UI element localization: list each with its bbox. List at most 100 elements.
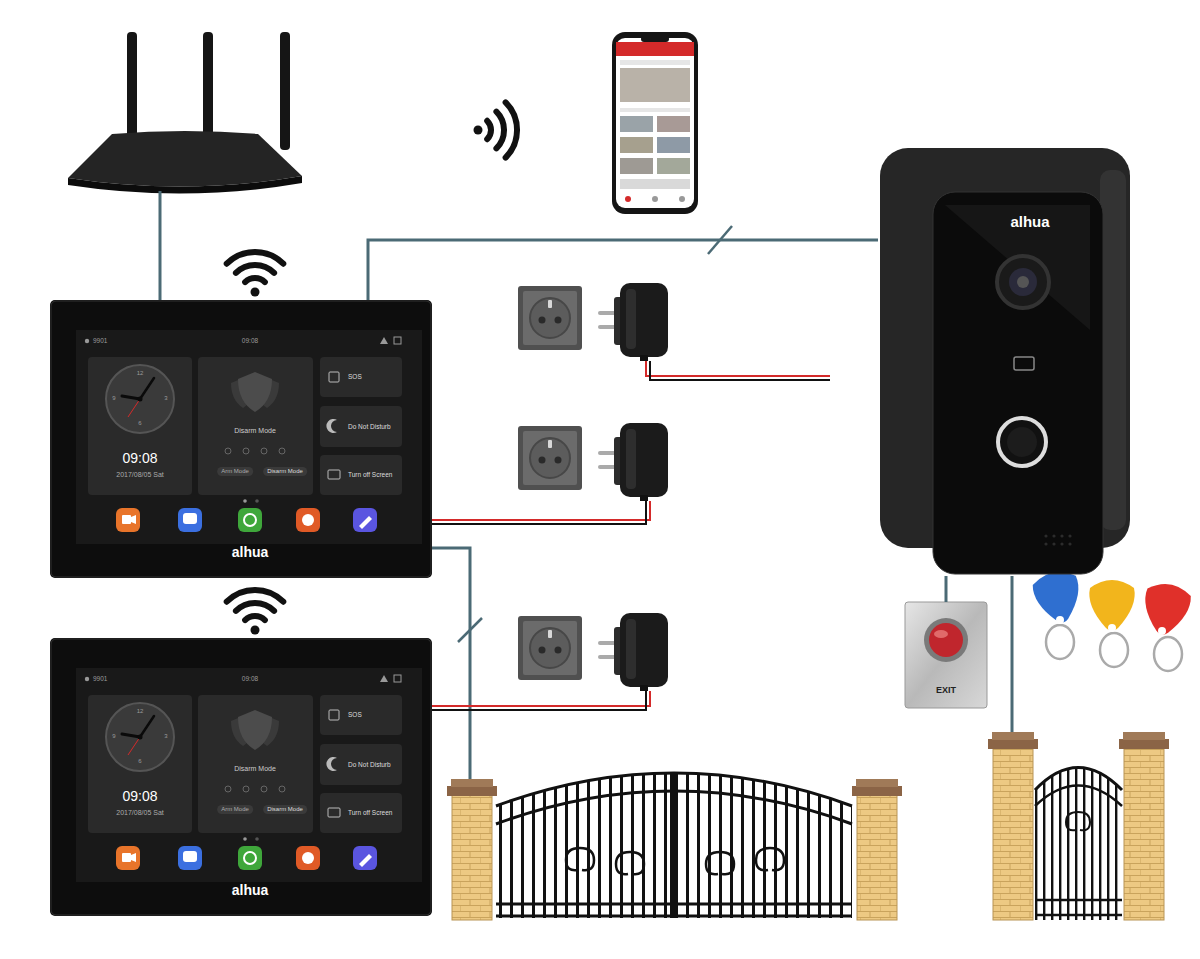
mode-button: Arm Mode [217, 805, 253, 814]
power-adapter [598, 283, 668, 691]
rfid-tag [1154, 637, 1182, 671]
menu-tile: Turn off Screen [320, 793, 402, 833]
wicket-gate [993, 748, 1033, 920]
door-station [1014, 357, 1034, 370]
video-monitor [50, 300, 432, 916]
driveway-gate [670, 772, 678, 918]
cable-line [368, 240, 878, 300]
power-adapter [598, 613, 668, 691]
rfid-tag [1158, 627, 1166, 635]
security-tile: Disarm ModeArm ModeDisarm Mode [198, 357, 313, 495]
wifi-dot [474, 126, 483, 135]
clock-numeral: 12 [137, 370, 144, 377]
driveway-gate [496, 773, 852, 918]
room-number: 9901 [93, 337, 107, 344]
wicket-gate [1066, 812, 1090, 830]
clock-tile: 09:082017/08/05 Sat12369 [88, 695, 192, 833]
door-station [1017, 276, 1029, 288]
clock-numeral: 9 [112, 395, 115, 402]
door-station [880, 148, 1130, 574]
power-wire [432, 691, 646, 710]
wifi-symbol [236, 265, 274, 273]
network-cable [458, 618, 482, 642]
menu-label: Do Not Disturb [348, 423, 391, 430]
security-tile: Disarm ModeArm ModeDisarm Mode [198, 695, 313, 833]
button-caption: EXIT [936, 686, 956, 696]
door-station [1100, 170, 1126, 530]
wifi-symbol [236, 603, 274, 611]
door-station [997, 256, 1049, 308]
smartphone [620, 108, 690, 112]
driveway-gate [616, 852, 644, 874]
menu-label: Do Not Disturb [348, 761, 391, 768]
smartphone [616, 42, 694, 56]
wicket-gate [1035, 914, 1122, 917]
door-station [1009, 268, 1037, 296]
brand-logo: alhua [232, 545, 269, 560]
router [203, 32, 213, 138]
video-monitor [50, 300, 432, 578]
network-cable [432, 548, 470, 790]
exit-button [905, 602, 987, 708]
time-readout: 09:08 [122, 451, 157, 466]
video-monitor: alhua09:082017/08/05 Sat12369Disarm Mode… [50, 638, 432, 916]
router [68, 32, 302, 194]
rfid-tag [1030, 568, 1085, 627]
wicket-gate [1035, 768, 1122, 921]
door-station [1052, 542, 1055, 545]
status-time: 09:08 [242, 337, 258, 344]
rfid-tag [1089, 580, 1134, 631]
wicket-gate [1123, 732, 1165, 740]
mode-status: Disarm Mode [234, 765, 276, 773]
network-cable [159, 191, 162, 300]
exit-button [929, 623, 963, 657]
video-monitor [50, 638, 432, 916]
wifi-dot [251, 626, 260, 635]
wicket-gate [992, 732, 1034, 740]
smartphone [620, 137, 653, 153]
router [127, 32, 137, 150]
driveway-gate [566, 848, 784, 874]
date-readout: 2017/08/05 Sat [116, 809, 164, 817]
smartphone [620, 60, 690, 65]
smartphone [679, 196, 685, 202]
power-wire [432, 361, 830, 710]
wall-socket [518, 616, 582, 680]
driveway-gate [856, 779, 898, 787]
wicket-gate [1124, 748, 1164, 920]
menu-tile: Turn off Screen [320, 455, 402, 495]
smartphone [657, 158, 690, 174]
clock-numeral: 3 [164, 733, 167, 740]
driveway-gate [566, 848, 594, 870]
clock-numeral: 12 [137, 708, 144, 715]
router [68, 131, 302, 187]
door-station [1007, 427, 1037, 457]
door-station [998, 418, 1046, 466]
door-station [1044, 542, 1047, 545]
wifi-symbol [487, 121, 491, 139]
door-station [1068, 542, 1071, 545]
rfid-tag [1046, 625, 1074, 659]
power-wire [432, 691, 650, 706]
exit-button: EXIT [905, 602, 987, 708]
wifi-symbol [245, 278, 265, 282]
wifi-symbol [496, 112, 504, 149]
clock-tile: 09:082017/08/05 Sat12369 [88, 357, 192, 495]
menu-label: Turn off Screen [348, 809, 392, 816]
smartphone [620, 158, 653, 174]
brand-logo: alhua [232, 883, 269, 898]
clock-numeral: 9 [112, 733, 115, 740]
exit-button [905, 602, 987, 708]
smartphone [625, 196, 631, 202]
power-wire [432, 501, 646, 524]
status-time: 09:08 [242, 675, 258, 682]
rfid-tag [1056, 616, 1064, 624]
driveway-gate [756, 848, 784, 870]
network-cable [1011, 576, 1014, 733]
menu-tile: SOS [320, 695, 402, 735]
driveway-gate [452, 795, 492, 920]
date-readout: 2017/08/05 Sat [116, 471, 164, 479]
time-readout: 09:08 [122, 789, 157, 804]
